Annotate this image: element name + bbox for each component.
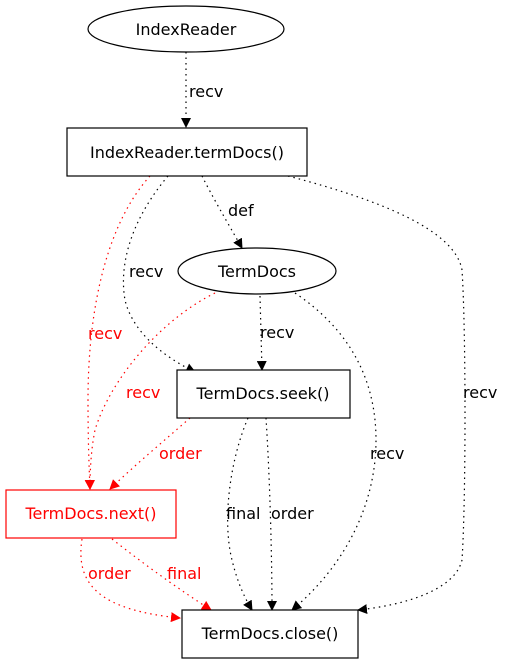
svg-text:TermDocs.close(): TermDocs.close()	[201, 624, 339, 643]
svg-text:TermDocs.next(): TermDocs.next()	[24, 504, 156, 523]
label-termdocs-next-recv: recv	[126, 383, 160, 402]
node-index-reader[interactable]: IndexReader	[87, 5, 285, 53]
node-termdocs-call[interactable]: IndexReader.termDocs()	[66, 127, 308, 177]
label-termdocs-call-next-recv: recv	[88, 324, 122, 343]
node-seek[interactable]: TermDocs.seek()	[176, 369, 351, 419]
label-def: def	[228, 201, 254, 220]
label-ir-recv: recv	[189, 82, 223, 101]
label-next-close-order: order	[88, 564, 131, 583]
svg-text:IndexReader.termDocs(): IndexReader.termDocs()	[90, 143, 284, 162]
label-termdocs-call-seek-recv: recv	[129, 262, 163, 281]
svg-text:IndexReader: IndexReader	[136, 20, 237, 39]
label-seek-next-order: order	[159, 444, 202, 463]
svg-text:TermDocs.seek(): TermDocs.seek()	[196, 384, 330, 403]
label-termdocs-seek-recv: recv	[260, 323, 294, 342]
edge-termdocs-to-next	[85, 292, 216, 490]
label-next-close-final: final	[167, 564, 201, 583]
node-next[interactable]: TermDocs.next()	[5, 489, 177, 539]
node-close[interactable]: TermDocs.close()	[181, 609, 359, 659]
edge-seek-to-close-final	[227, 417, 253, 611]
edge-termdocs-to-seek	[256, 295, 267, 371]
edge-termdocs-to-close	[291, 292, 377, 611]
label-termdocs-call-close-recv: recv	[463, 383, 497, 402]
edge-seek-to-close-order	[265, 417, 277, 611]
edge-seek-to-next	[109, 417, 191, 490]
label-seek-close-final: final	[226, 504, 260, 523]
label-seek-close-order: order	[271, 504, 314, 523]
node-termdocs[interactable]: TermDocs	[177, 247, 337, 295]
label-termdocs-close-recv: recv	[370, 444, 404, 463]
svg-text:TermDocs: TermDocs	[217, 262, 296, 281]
